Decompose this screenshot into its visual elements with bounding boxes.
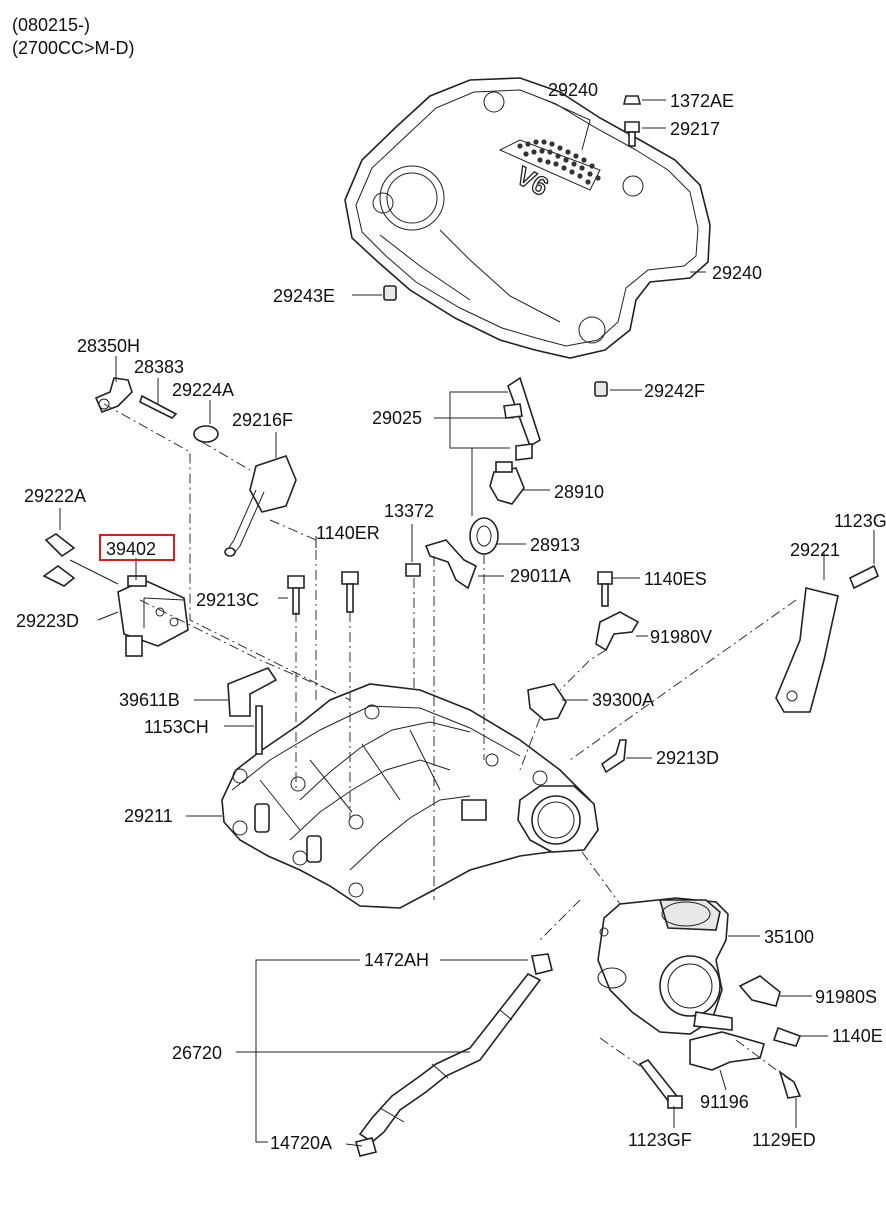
bracket-39611b[interactable]	[227, 667, 278, 717]
hose-29222a[interactable]	[44, 533, 76, 558]
hose-29025[interactable]	[503, 376, 541, 461]
part-label-29216f[interactable]: 29216F	[232, 410, 293, 430]
part-label-1140er[interactable]: 1140ER	[316, 523, 380, 543]
part-label-91196[interactable]: 91196	[700, 1092, 749, 1112]
part-label-29242f[interactable]: 29242F	[644, 381, 705, 401]
solenoid-valve-39402[interactable]	[69, 559, 189, 657]
hose-29213d[interactable]	[600, 739, 627, 774]
part-label-29240-top[interactable]: 29240	[548, 80, 598, 100]
hose-clamp-14720a[interactable]	[355, 1137, 377, 1157]
part-label-28350h[interactable]: 28350H	[77, 336, 140, 356]
part-label-29222a[interactable]: 29222A	[24, 486, 86, 506]
pcv-hose-26720[interactable]	[358, 972, 542, 1143]
nut-1372ae[interactable]	[622, 95, 642, 105]
part-label-29211[interactable]: 29211	[124, 806, 173, 826]
part-label-1123gf[interactable]: 1123GF	[628, 1130, 692, 1150]
part-label-1140e-right[interactable]: 1140E	[832, 1026, 883, 1046]
part-label-29213d[interactable]: 29213D	[656, 748, 719, 768]
part-label-39611b[interactable]: 39611B	[119, 690, 180, 710]
part-label-13372[interactable]: 13372	[384, 501, 434, 521]
part-label-1123g-top[interactable]: 1123G	[834, 511, 886, 531]
model-header-line-2: (2700CC>M-D)	[12, 38, 135, 58]
pcv-valve-28910[interactable]	[489, 461, 525, 505]
part-label-39300a[interactable]: 39300A	[592, 690, 654, 710]
bolt-1140er[interactable]	[341, 571, 359, 613]
part-label-91980v[interactable]: 91980V	[650, 627, 712, 647]
throttle-body-35100[interactable]	[597, 897, 733, 1035]
part-label-1140es[interactable]: 1140ES	[644, 569, 707, 589]
part-label-29025[interactable]: 29025	[372, 408, 422, 428]
bracket-91980v[interactable]	[595, 611, 640, 652]
bolt-29213c[interactable]	[287, 575, 305, 615]
intake-manifold[interactable]	[221, 683, 599, 909]
part-label-29223d[interactable]: 29223D	[16, 611, 79, 631]
part-label-28910[interactable]: 28910	[554, 482, 604, 502]
stud-1153ch[interactable]	[255, 705, 263, 755]
bolt-1140e-right[interactable]	[772, 1026, 802, 1047]
clamp-29224a[interactable]	[193, 425, 219, 443]
part-label-1472ah[interactable]: 1472AH	[364, 950, 429, 970]
part-label-1153ch[interactable]: 1153CH	[144, 717, 209, 737]
part-label-29224a[interactable]: 29224A	[172, 380, 234, 400]
assembly-lines	[103, 403, 797, 1081]
grommet-28913[interactable]	[469, 517, 499, 555]
leader-lines	[59, 99, 875, 1147]
part-label-29217[interactable]: 29217	[670, 119, 720, 139]
part-label-29240-side[interactable]: 29240	[712, 263, 762, 283]
part-label-1129ed[interactable]: 1129ED	[752, 1130, 816, 1150]
engine-cover[interactable]: V6	[344, 77, 711, 359]
manifold-throttle-flange	[517, 785, 599, 853]
part-label-29011a[interactable]: 29011A	[510, 566, 571, 586]
fitting-28383[interactable]	[139, 394, 178, 419]
hose-28350h[interactable]	[94, 377, 133, 414]
part-label-29243e[interactable]: 29243E	[273, 286, 335, 306]
hose-29223d[interactable]	[42, 565, 76, 587]
hose-clamp-1472ah[interactable]	[531, 953, 553, 975]
part-label-39402[interactable]: 39402	[106, 539, 156, 559]
part-label-35100[interactable]: 35100	[764, 927, 814, 947]
part-label-28383[interactable]: 28383	[134, 357, 184, 377]
bracket-91196[interactable]	[689, 1031, 765, 1071]
part-label-29213c[interactable]: 29213C	[196, 590, 259, 610]
grommet-29243e[interactable]	[383, 285, 397, 301]
part-label-26720[interactable]: 26720	[172, 1043, 222, 1063]
cover-vent-grille	[517, 139, 601, 185]
part-label-1372ae[interactable]: 1372AE	[670, 91, 734, 111]
part-label-29221[interactable]: 29221	[790, 540, 840, 560]
bracket-29011a[interactable]	[424, 539, 477, 590]
part-label-28913[interactable]: 28913	[530, 535, 580, 555]
sensor-29216f[interactable]	[224, 455, 297, 557]
bolt-1123gf[interactable]	[638, 1058, 683, 1109]
part-labels: 29240 1372AE 29217 29240 29243E 29242F 2…	[16, 80, 886, 1153]
sensor-39300a[interactable]	[527, 683, 567, 721]
grommet-29242f[interactable]	[594, 381, 608, 397]
bolt-29217[interactable]	[624, 121, 640, 147]
bolt-1123g-top[interactable]	[848, 564, 880, 590]
bracket-91980s[interactable]	[738, 975, 781, 1007]
highlight-box-39402	[99, 534, 175, 561]
bolt-1140es[interactable]	[597, 571, 613, 607]
bracket-29221[interactable]	[775, 587, 839, 713]
bolt-1129ed[interactable]	[778, 1069, 802, 1099]
nut-13372[interactable]	[405, 563, 421, 577]
part-label-14720a[interactable]: 14720A	[270, 1133, 332, 1153]
model-header-line-1: (080215-)	[12, 15, 91, 35]
part-label-91980s[interactable]: 91980S	[815, 987, 877, 1007]
